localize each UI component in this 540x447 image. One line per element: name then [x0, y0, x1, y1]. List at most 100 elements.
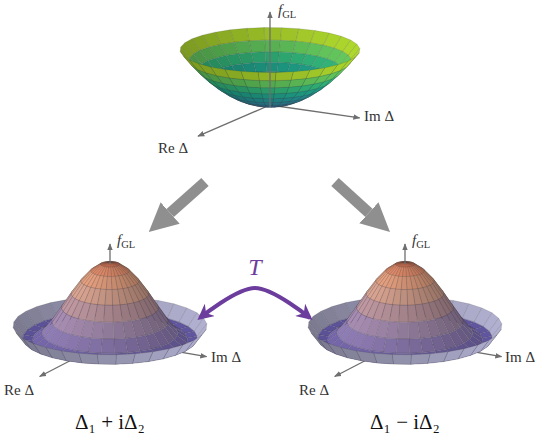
- axis-label: fGL: [117, 232, 135, 251]
- plot-panel: fGL Im Δ Re Δ Δ₁ − iΔ₂: [290, 232, 540, 447]
- surface-patch: [79, 353, 99, 364]
- surface-patch: [259, 81, 275, 88]
- surface-patch: [247, 87, 262, 94]
- axis-label: Im Δ: [364, 108, 394, 125]
- surface-patch: [110, 262, 116, 267]
- surface-patch: [244, 80, 261, 88]
- surface-patch: [409, 338, 423, 353]
- surface-patch: [261, 88, 275, 94]
- surface-mesh: [13, 261, 207, 364]
- surface-patch: [106, 277, 112, 290]
- surface-patch: [114, 338, 128, 353]
- axis-label: Re Δ: [299, 382, 329, 399]
- axis-label: fGL: [278, 2, 296, 21]
- surface-patch: [265, 40, 281, 52]
- operator-label: T: [248, 254, 261, 280]
- surface-patch: [116, 354, 135, 364]
- axes-front: [110, 244, 111, 264]
- surface-patch: [399, 305, 409, 322]
- surface-patch: [264, 28, 282, 41]
- surface-patch: [266, 62, 278, 71]
- surface-patch: [386, 322, 398, 339]
- surface-patch: [389, 305, 400, 323]
- surface-patch: [225, 69, 244, 79]
- plot-panel: fGLIm ΔRe ΔΔ₁ + iΔ₂: [0, 232, 240, 447]
- surface-patch: [274, 87, 289, 94]
- surface-patch: [105, 289, 113, 305]
- surface-patch: [111, 276, 117, 289]
- surface-patch: [275, 72, 293, 81]
- surface-patch: [112, 289, 120, 305]
- surface-patch: [110, 262, 117, 267]
- surface-patch: [107, 267, 111, 276]
- axis-label: Re Δ: [158, 140, 188, 157]
- surface-patch: [411, 354, 430, 364]
- surface-patch: [258, 72, 276, 80]
- plot-panel: fGL Im Δ Re Δ: [150, 0, 400, 182]
- surface-mesh: [308, 261, 502, 364]
- surface-patch: [281, 28, 299, 42]
- surface-patch: [405, 262, 412, 267]
- surface-patch: [94, 305, 105, 323]
- axes-back: [198, 105, 360, 136]
- surface-patch: [400, 289, 408, 305]
- surface-patch: [104, 262, 110, 267]
- surface-patch: [357, 351, 377, 363]
- state-label: Δ₁ − iΔ₂: [370, 410, 440, 434]
- surface-patch: [275, 80, 291, 88]
- surface-patch: [263, 99, 274, 103]
- surface-patch: [104, 305, 114, 322]
- surface-patch: [105, 262, 110, 267]
- surface-plot: [308, 244, 502, 377]
- surface-patch: [428, 352, 448, 364]
- surface-patch: [97, 355, 116, 365]
- surface-patch: [405, 262, 413, 266]
- axis-line: [404, 244, 405, 264]
- surface-patch: [374, 353, 394, 364]
- surface-patch: [265, 52, 279, 63]
- surface-patch: [397, 262, 405, 266]
- surface-patch: [102, 322, 113, 339]
- surface-patch: [405, 262, 411, 267]
- surface-patch: [401, 277, 407, 290]
- surface-patch: [274, 93, 287, 98]
- axes-front: [270, 12, 271, 107]
- surface-patch: [383, 338, 397, 353]
- surface-patch: [113, 305, 123, 322]
- surface-patch: [247, 28, 265, 41]
- surface-patch: [407, 289, 415, 305]
- surface-patch: [91, 322, 103, 339]
- surface-patch: [402, 267, 406, 276]
- surface-patch: [133, 352, 153, 364]
- surface-patch: [396, 339, 409, 353]
- axis-line: [109, 244, 110, 264]
- surface-patch: [408, 322, 420, 339]
- surface-patch: [291, 70, 310, 80]
- surface-patch: [88, 338, 102, 353]
- surface-patch: [101, 339, 114, 353]
- surface-patch: [110, 262, 118, 266]
- surface-patch: [392, 355, 411, 365]
- surface-patch: [113, 322, 125, 339]
- surface-patch: [262, 94, 274, 99]
- surface-patch: [62, 351, 82, 363]
- surface-patch: [249, 40, 265, 52]
- surface-patch: [397, 322, 408, 339]
- surface-patch: [399, 262, 405, 267]
- surface-patch: [306, 68, 325, 79]
- state-label: Δ₁ + iΔ₂: [75, 410, 145, 434]
- surface-patch: [400, 262, 405, 267]
- axis-label: Im Δ: [505, 349, 535, 366]
- surface-plot: [180, 12, 360, 136]
- surface-patch: [102, 262, 110, 266]
- axis-label: fGL: [412, 232, 430, 251]
- transition-arrow: [335, 182, 369, 213]
- symmetry-arrow: [200, 288, 310, 318]
- axis-label: Im Δ: [211, 349, 241, 366]
- surface-plot: [13, 244, 207, 377]
- surface-patch: [241, 71, 259, 80]
- surface-patch: [408, 305, 418, 322]
